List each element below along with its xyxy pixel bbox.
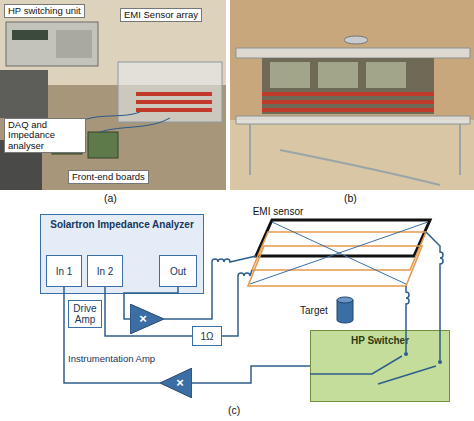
triangle-outline <box>130 304 164 334</box>
switch-contact <box>438 360 442 364</box>
coil-stripe <box>136 100 212 104</box>
node-text: Solartron Impedance Analyzer <box>50 219 194 230</box>
input-port: In 2 <box>87 255 123 287</box>
coil-stripe <box>136 108 212 112</box>
analyser-box <box>0 70 48 118</box>
acrylic-plate <box>236 48 470 58</box>
acrylic-plate <box>236 116 470 124</box>
node-text: × <box>139 312 147 326</box>
wire-connector <box>192 366 310 383</box>
lab-photo <box>0 0 226 190</box>
photo-label: EMI Sensor array <box>120 8 202 22</box>
node-text: Target <box>300 305 328 316</box>
photo-table <box>230 120 474 190</box>
switch-blade <box>378 366 436 384</box>
wire-connector <box>64 287 160 383</box>
board-stack <box>262 58 434 114</box>
receive-wire <box>406 286 409 352</box>
triangle-shape <box>160 368 192 398</box>
receive-coil <box>248 246 422 286</box>
coil-stripe <box>262 108 434 112</box>
analyzer-box: Solartron Impedance Analyzer In 1 In 2 Out <box>40 214 204 294</box>
node-text: Out <box>170 266 186 277</box>
board <box>88 132 118 158</box>
photo-label: DAQ and Impedance analyser <box>4 118 86 153</box>
node-text: EMI sensor <box>253 206 304 217</box>
drive-wire <box>164 256 256 319</box>
wire-connector <box>105 287 192 336</box>
hp-unit <box>6 22 98 66</box>
amp-label: Instrumentation Amp <box>68 354 155 364</box>
coil-stripe <box>262 100 434 104</box>
drive-coil <box>256 220 430 256</box>
node-text: In 2 <box>97 266 114 277</box>
hp-display <box>12 30 48 40</box>
node-text: 1Ω <box>200 331 213 342</box>
photo-label: HP switching unit <box>4 4 85 18</box>
target-puck <box>344 36 368 44</box>
panel-letter: (b) <box>344 193 357 205</box>
coil-stripe <box>262 92 434 96</box>
sensor-label: EMI sensor <box>248 204 308 218</box>
sensor-photo <box>230 0 474 190</box>
input-port: In 1 <box>46 255 82 287</box>
amplifier-triangle: × <box>130 304 164 334</box>
supports <box>250 124 460 185</box>
target-cylinder: Target <box>300 294 364 326</box>
board <box>270 62 310 88</box>
cylinder-top <box>337 297 353 303</box>
amplifier-triangle: × <box>160 368 192 398</box>
coil-stripe <box>136 92 212 96</box>
node-text: In 1 <box>56 266 73 277</box>
drive-amp-box: Drive Amp <box>68 300 102 328</box>
photo-label: Front-end boards <box>68 170 149 184</box>
receive-coil <box>252 232 426 270</box>
triangle-shape <box>130 304 164 334</box>
switch-blade <box>310 356 402 374</box>
node-text: HP Switcher <box>351 335 409 346</box>
crossover-wires <box>250 222 428 284</box>
return-wire <box>222 270 252 336</box>
panel-letter: (a) <box>104 193 117 205</box>
switcher-box: HP Switcher <box>310 330 450 402</box>
sensor-box <box>118 62 222 122</box>
board <box>366 62 406 88</box>
receive-wire <box>426 232 443 360</box>
node-text: × <box>176 376 184 390</box>
wire-connector <box>124 287 178 319</box>
board <box>318 62 358 88</box>
panel-letter: (c) <box>228 405 240 417</box>
hp-panel <box>56 30 92 58</box>
switch-contact <box>404 352 408 356</box>
resistor-box: 1Ω <box>192 326 222 346</box>
node-text: Drive Amp <box>69 303 101 325</box>
triangle-outline <box>160 368 192 398</box>
output-port: Out <box>159 255 197 287</box>
cylinder-shape <box>336 296 354 324</box>
